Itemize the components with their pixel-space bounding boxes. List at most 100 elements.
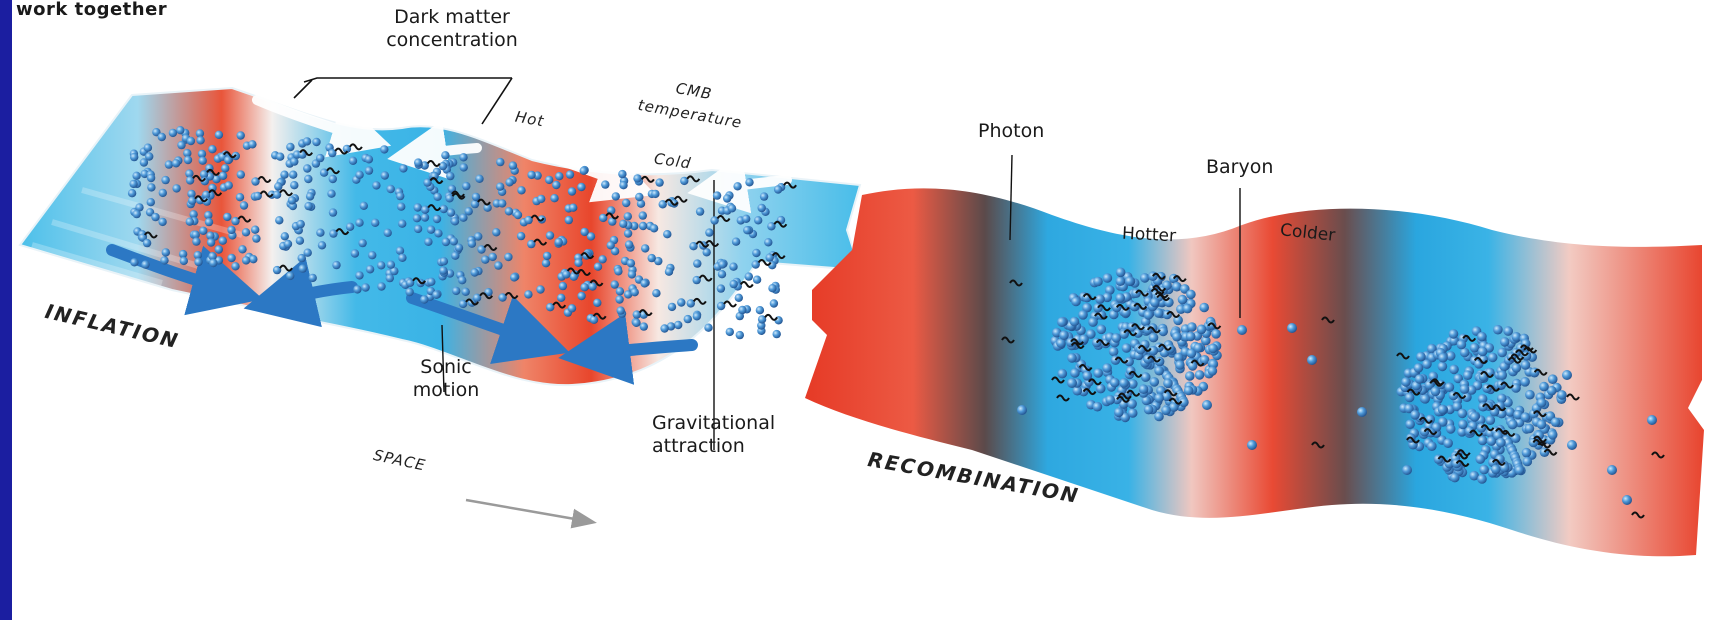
baryon-particle <box>204 217 214 227</box>
photon-particle <box>580 252 595 260</box>
baryon-particle <box>652 289 661 298</box>
dark-matter-label: Dark matter concentration <box>386 6 518 51</box>
baryon-particle <box>1154 356 1165 367</box>
baryon-particle <box>206 238 216 247</box>
photon-particle <box>504 292 519 300</box>
baryon-particle <box>432 214 442 224</box>
baryon-particle <box>1520 412 1531 423</box>
baryon-particle <box>565 170 575 179</box>
photon-particle <box>566 267 581 275</box>
baryon-particle <box>1172 281 1182 292</box>
baryon-particle <box>677 298 686 307</box>
baryon-particle <box>1457 408 1468 419</box>
baryon-particle <box>492 228 501 237</box>
baryon-particle <box>1514 465 1525 475</box>
baryon-particle <box>239 201 249 210</box>
photon-particle <box>1158 343 1172 351</box>
baryon-particle <box>1119 329 1129 339</box>
baryon-particle <box>655 178 664 187</box>
baryon-particle <box>439 257 449 266</box>
baryon-particle <box>426 225 436 234</box>
baryon-particle <box>1247 440 1257 450</box>
baryon-particle <box>312 137 321 147</box>
baryon-particle <box>1143 310 1154 320</box>
photon-particle <box>334 147 349 155</box>
baryon-particle <box>127 189 137 198</box>
baryon-particle <box>345 222 355 231</box>
sonic-motion-arrows <box>106 244 698 385</box>
baryon-particle <box>735 330 744 340</box>
baryon-particle <box>1105 395 1115 405</box>
baryon-particle <box>1511 383 1521 393</box>
baryon-particle <box>712 191 722 200</box>
baryon-particle <box>1121 307 1131 318</box>
photon-particle <box>1486 384 1500 392</box>
baryon-particle <box>1124 356 1134 367</box>
baryon-particle <box>727 204 737 213</box>
baryon-particle <box>718 260 727 269</box>
baryon-particle <box>1180 284 1190 294</box>
baryon-particle <box>1169 402 1179 412</box>
photon-particle <box>1082 293 1097 301</box>
baryon-particle <box>508 161 518 170</box>
baryon-particle <box>1088 317 1098 327</box>
baryon-particle <box>458 299 468 309</box>
photon-particle <box>674 195 688 203</box>
baryon-particle <box>1185 331 1196 342</box>
baryon-particle <box>1497 393 1507 404</box>
baryon-particle <box>710 216 719 225</box>
baryon-particle <box>1110 377 1120 388</box>
baryon-particle <box>1520 360 1531 370</box>
baryon-particle <box>1057 317 1067 327</box>
baryon-particle <box>1086 329 1096 339</box>
baryon-particle <box>731 237 741 246</box>
baryon-particle <box>733 182 742 191</box>
baryon-particle <box>368 251 377 260</box>
baryon-particle <box>1486 436 1497 446</box>
baryon-particle <box>199 226 208 235</box>
baryon-particle <box>319 168 329 177</box>
baryon-particle <box>1458 419 1468 430</box>
baryon-particle <box>1534 430 1544 441</box>
baryon-particle <box>1497 347 1507 358</box>
baryon-particle <box>1154 393 1164 403</box>
baryon-particle <box>1057 368 1068 379</box>
photon-particle <box>638 309 653 317</box>
baryon-particle <box>427 277 436 286</box>
baryon-particle <box>223 212 232 222</box>
baryon-particle <box>1567 440 1577 450</box>
baryon-particle <box>1477 394 1488 404</box>
photon-label: Photon <box>978 120 1045 142</box>
baryon-particle <box>660 324 669 333</box>
baryon-particle <box>236 131 245 140</box>
photon-particle <box>1456 449 1471 457</box>
baryon-particle <box>1079 334 1089 345</box>
baryon-particle <box>1121 343 1132 353</box>
photon-particle <box>1480 370 1494 378</box>
baryon-particle <box>496 182 505 191</box>
photon-particle <box>1147 355 1161 363</box>
baryon-particle <box>1547 430 1558 440</box>
baryon-particle <box>186 136 196 146</box>
baryon-particle <box>680 176 689 186</box>
photon-particle <box>1473 356 1488 364</box>
baryon-particle <box>1082 371 1093 381</box>
baryon-particle <box>619 219 628 228</box>
baryon-particle <box>1557 390 1567 400</box>
gravitational-attraction-label: Gravitational attraction <box>652 412 776 457</box>
baryon-particle <box>377 261 386 270</box>
photon-particle <box>1126 389 1141 397</box>
baryon-particle <box>546 303 555 312</box>
space-arrow <box>465 498 597 529</box>
baryon-particle <box>1404 403 1414 414</box>
baryon-particle <box>1148 345 1159 356</box>
photon-particle <box>1114 356 1129 364</box>
photon-particle <box>1135 289 1149 297</box>
photon-particle <box>1131 323 1145 331</box>
photon-particle <box>1146 326 1161 334</box>
recombination-sheet <box>805 188 1704 557</box>
baryon-particle <box>1078 310 1088 320</box>
photon-particle <box>1429 379 1444 387</box>
baryon-particle <box>1437 361 1448 372</box>
baryon-particle <box>658 200 667 209</box>
